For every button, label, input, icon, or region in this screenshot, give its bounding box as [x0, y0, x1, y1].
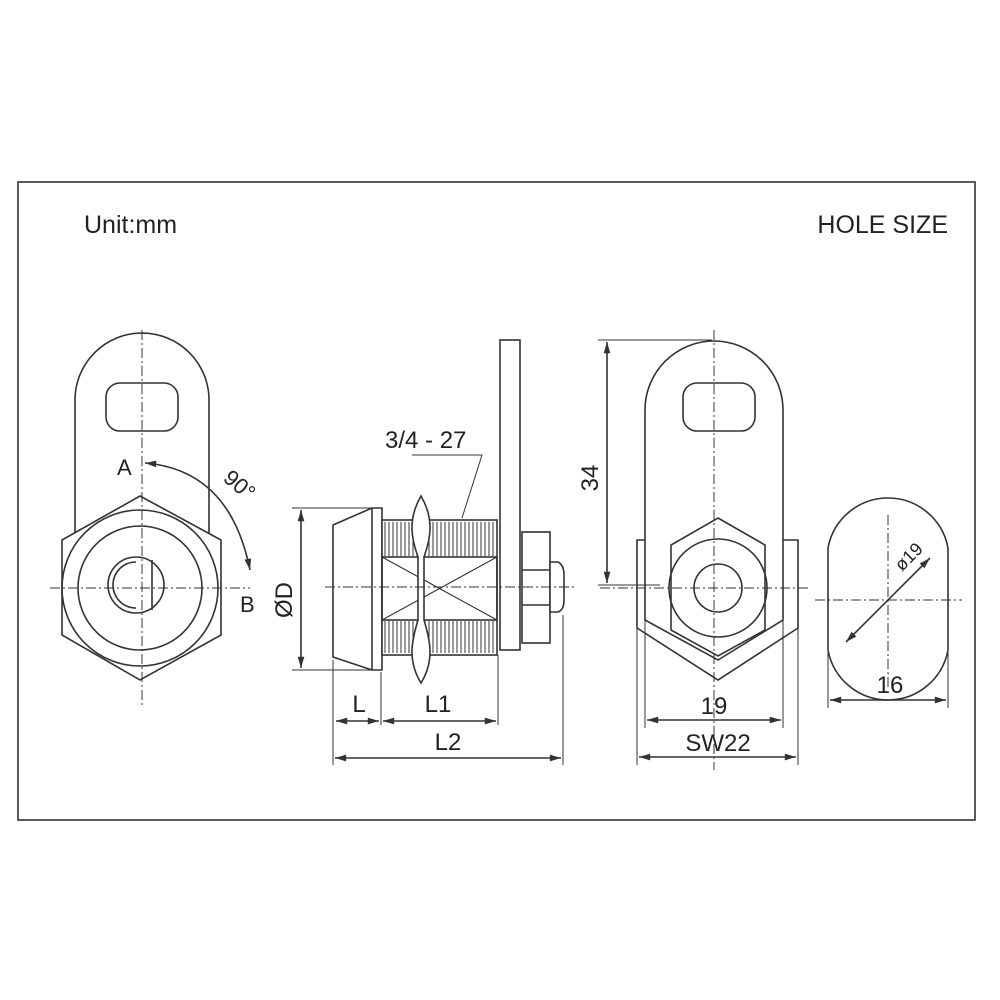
unit-label: Unit:mm	[84, 211, 177, 239]
back-view: 34 19 SW22	[577, 330, 810, 770]
drawing-frame	[17, 181, 976, 821]
thread-label: 3/4 - 27	[385, 427, 466, 454]
hole-size-title: HOLE SIZE	[817, 211, 948, 239]
dim-34: 34	[577, 465, 604, 492]
hole-size-view: ø19 16	[815, 497, 962, 708]
dim-l2: L2	[435, 729, 462, 756]
dim-sw22: SW22	[685, 730, 750, 757]
side-view: ØD 3/4 - 27 L L1 L2	[271, 339, 575, 765]
dim-16: 16	[877, 672, 904, 699]
front-view: A B 90°	[50, 330, 260, 705]
angle-label: 90°	[219, 465, 261, 506]
dim-l1: L1	[425, 691, 452, 718]
dim-19: 19	[701, 693, 728, 720]
diameter-label: ØD	[271, 582, 298, 618]
label-a: A	[117, 455, 132, 480]
hole-diameter: ø19	[891, 539, 927, 575]
label-b: B	[240, 592, 255, 617]
dim-l: L	[352, 691, 365, 718]
